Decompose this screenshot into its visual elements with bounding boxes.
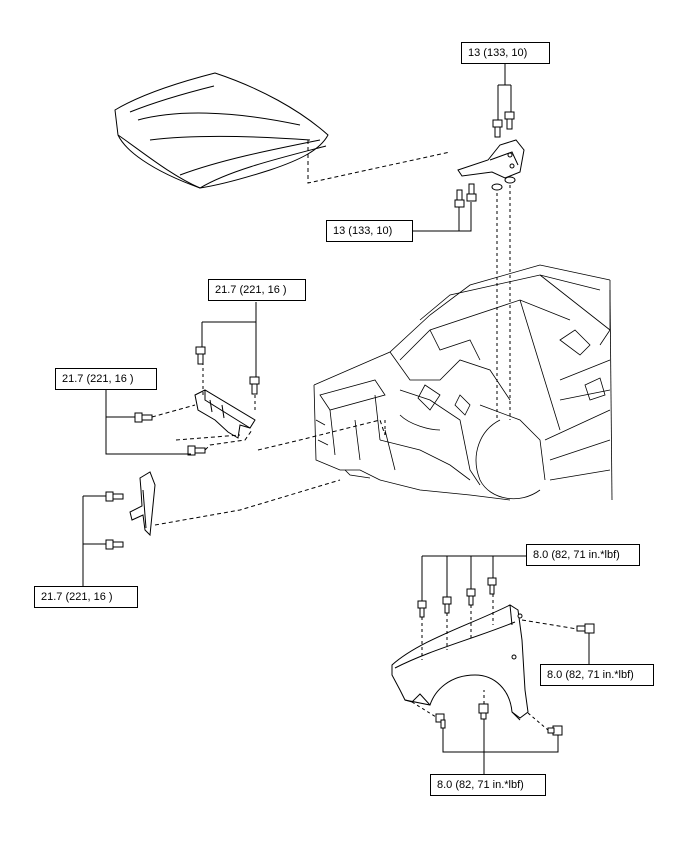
fender-bolt-top-4 [487, 577, 497, 595]
fender-top-torque-label: 8.0 (82, 71 in.*lbf) [526, 544, 640, 566]
fender-bolt-bottom-3 [547, 725, 563, 736]
fender-bolt-top-1 [417, 600, 427, 618]
fender-upper-bracket [194, 389, 256, 439]
side-bracket-bolt-1 [105, 491, 124, 502]
hinge-bolt-upper-1 [492, 119, 503, 138]
bracket-bolt-2 [249, 376, 260, 395]
hinge-upper-torque-label: 13 (133, 10) [461, 42, 550, 64]
fender-bolt-top-2 [442, 596, 452, 614]
fender-bolt-bottom-1 [435, 713, 446, 729]
fender-bolt-right [576, 623, 595, 634]
hinge-bolt-lower-2 [466, 183, 477, 202]
bracket-lower-torque-label: 21.7 (221, 16 ) [34, 586, 138, 608]
bracket-bolt-3 [134, 412, 153, 423]
hood-hinge [457, 139, 525, 179]
fender-right-torque-label: 8.0 (82, 71 in.*lbf) [540, 664, 654, 686]
bracket-left-torque-label: 21.7 (221, 16 ) [55, 368, 157, 390]
front-fender [391, 604, 529, 721]
bracket-top-torque-label: 21.7 (221, 16 ) [208, 279, 306, 301]
hood [114, 72, 329, 189]
hinge-washers [491, 176, 516, 191]
bracket-bolt-1 [195, 346, 206, 365]
hinge-bolt-upper-2 [504, 111, 515, 130]
fender-bottom-torque-label: 8.0 (82, 71 in.*lbf) [430, 774, 546, 796]
fender-bolt-top-3 [466, 588, 476, 606]
vehicle-body [313, 264, 613, 501]
hinge-bolt-lower-1 [454, 189, 465, 208]
fender-side-bracket [129, 471, 156, 537]
side-bracket-bolt-2 [105, 539, 124, 550]
fender-bolt-bottom-2 [478, 703, 489, 720]
hinge-lower-torque-label: 13 (133, 10) [326, 220, 413, 242]
bracket-bolt-4 [187, 445, 206, 456]
